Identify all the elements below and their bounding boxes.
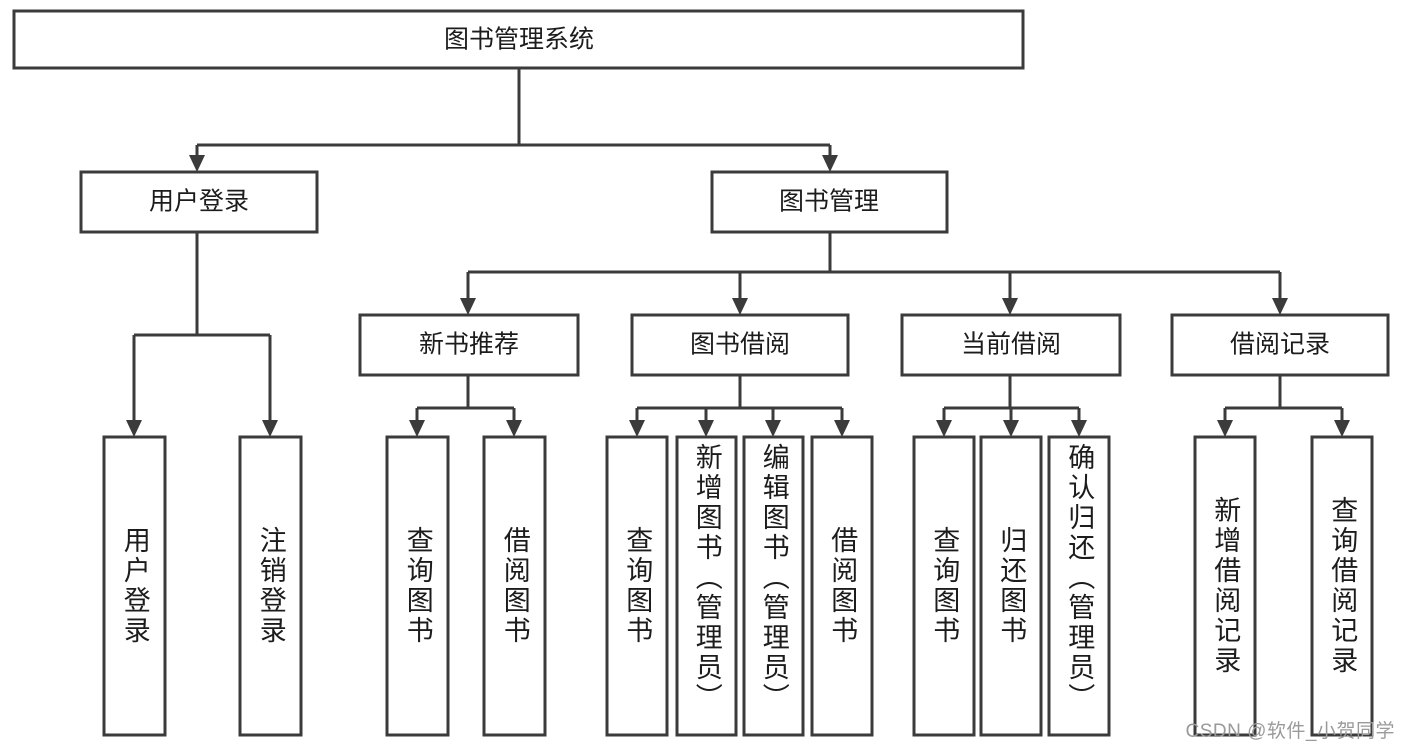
arrow-head-leaf-book-borrow-1 xyxy=(629,420,645,437)
node-user-login-label: 用户登录 xyxy=(149,188,249,216)
arrow-head-leaf-current-borrow-3 xyxy=(1071,420,1087,437)
arrow-head-leaf-current-borrow-2 xyxy=(1003,420,1019,437)
node-book-mgmt-box[interactable] xyxy=(710,170,949,234)
leaf-box-book-borrow-2[interactable] xyxy=(675,435,738,737)
leaf-box-user-login-1[interactable] xyxy=(102,435,167,737)
node-book-mgmt-label: 图书管理 xyxy=(779,188,879,216)
node-new-book-box[interactable] xyxy=(358,313,580,377)
arrow-head-leaf-book-borrow-2 xyxy=(698,420,714,437)
leaf-box-borrow-record-2[interactable] xyxy=(1310,435,1374,737)
leaf-box-new-book-1[interactable] xyxy=(385,435,450,737)
leaf-box-borrow-record-1[interactable] xyxy=(1193,435,1257,737)
arrow-head-leaf-current-borrow-1 xyxy=(936,420,952,437)
node-current-borrow-label: 当前借阅 xyxy=(961,331,1061,359)
arrow-head-book-borrow xyxy=(732,298,748,315)
node-borrow-record-label: 借阅记录 xyxy=(1230,331,1330,359)
node-root-box[interactable] xyxy=(12,9,1025,70)
node-book-mgmt[interactable]: 图书管理 xyxy=(710,170,949,234)
arrow-head-leaf-new-book-2 xyxy=(506,420,522,437)
connector-layer xyxy=(126,68,1350,437)
node-current-borrow[interactable]: 当前借阅 xyxy=(900,313,1122,377)
csdn-watermark: CSDN @软件_小贺同学 xyxy=(1185,721,1395,742)
node-new-book[interactable]: 新书推荐 xyxy=(358,313,580,377)
arrow-head-leaf-borrow-record-2 xyxy=(1334,420,1350,437)
node-root-label: 图书管理系统 xyxy=(444,26,594,54)
leaf-box-book-borrow-3[interactable] xyxy=(742,435,805,737)
arrow-head-leaf-book-borrow-3 xyxy=(765,420,781,437)
node-root[interactable]: 图书管理系统 xyxy=(12,9,1025,70)
arrow-head-leaf-new-book-1 xyxy=(409,420,425,437)
leaf-box-book-borrow-1[interactable] xyxy=(605,435,669,737)
node-book-borrow-box[interactable] xyxy=(630,313,850,377)
node-new-book-label: 新书推荐 xyxy=(419,331,519,359)
node-book-borrow-label: 图书借阅 xyxy=(690,331,790,359)
leaf-box-book-borrow-4[interactable] xyxy=(810,435,874,737)
arrow-head-new-book xyxy=(460,298,476,315)
arrow-head-leaf-user-login-1 xyxy=(126,420,142,437)
node-user-login-box[interactable] xyxy=(79,170,319,234)
arrow-head-user-login xyxy=(189,155,205,172)
arrow-head-current-borrow xyxy=(1002,298,1018,315)
node-book-borrow[interactable]: 图书借阅 xyxy=(630,313,850,377)
arrow-head-leaf-book-borrow-4 xyxy=(834,420,850,437)
leaf-box-current-borrow-2[interactable] xyxy=(979,435,1043,737)
leaf-box-current-borrow-3[interactable] xyxy=(1047,435,1111,737)
arrow-head-book-mgmt xyxy=(822,155,838,172)
leaf-box-new-book-2[interactable] xyxy=(482,435,547,737)
node-current-borrow-box[interactable] xyxy=(900,313,1122,377)
leaf-box-current-borrow-1[interactable] xyxy=(912,435,976,737)
node-borrow-record-box[interactable] xyxy=(1170,313,1390,377)
arrow-head-leaf-borrow-record-1 xyxy=(1217,420,1233,437)
leaf-box-layer xyxy=(102,435,1374,737)
arrow-head-leaf-user-login-2 xyxy=(262,420,278,437)
leaf-box-user-login-2[interactable] xyxy=(238,435,303,737)
node-borrow-record[interactable]: 借阅记录 xyxy=(1170,313,1390,377)
arrow-head-borrow-record xyxy=(1272,298,1288,315)
node-user-login[interactable]: 用户登录 xyxy=(79,170,319,234)
